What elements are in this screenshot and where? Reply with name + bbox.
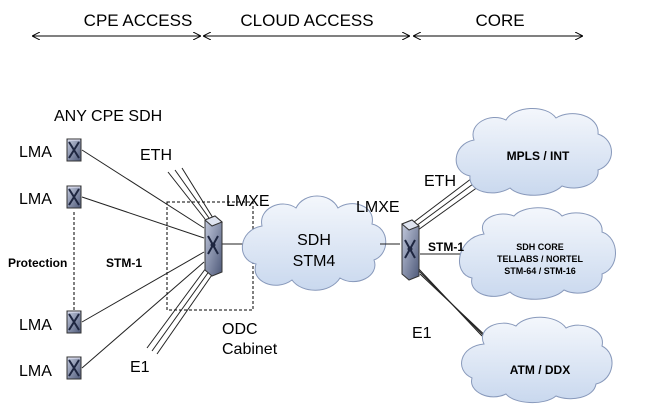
lma-label-4: LMA xyxy=(19,363,52,380)
lmxe-label-left: LMXE xyxy=(226,193,270,210)
atm-cloud-label: ATM / DDX xyxy=(510,363,570,377)
odc-label: ODC xyxy=(222,321,258,338)
e1-links-right xyxy=(415,265,491,341)
stm1-label-left: STM-1 xyxy=(106,256,142,270)
lma-device-2 xyxy=(66,185,82,209)
lma-label-1: LMA xyxy=(19,144,52,161)
lma-label-3: LMA xyxy=(19,317,52,334)
section-core: CORE xyxy=(475,11,524,30)
e1-links-left xyxy=(146,267,215,355)
sdh-core-cloud: SDH CORE TELLABS / NORTEL STM-64 / STM-1… xyxy=(459,207,616,300)
sdh-cloud: SDH STM4 xyxy=(241,195,387,291)
sdh-core-line1: SDH CORE xyxy=(516,242,564,252)
eth-label-right: ETH xyxy=(424,173,456,190)
sdh-core-line3: STM-64 / STM-16 xyxy=(504,266,576,276)
lmxe-left-device xyxy=(204,215,223,277)
lmxe-label-right: LMXE xyxy=(356,199,400,216)
eth-links-left xyxy=(167,167,214,220)
lma-links xyxy=(81,149,205,369)
lma-label-2: LMA xyxy=(19,191,52,208)
lma-device-3 xyxy=(66,310,82,334)
e1-label-left: E1 xyxy=(130,359,150,376)
cabinet-label: Cabinet xyxy=(222,341,278,358)
sdh-cloud-line2: STM4 xyxy=(293,253,336,270)
stm1-label-right: STM-1 xyxy=(428,240,464,254)
any-cpe-sdh-label: ANY CPE SDH xyxy=(54,108,162,125)
lmxe-right-device xyxy=(401,219,420,281)
eth-label-left: ETH xyxy=(140,147,172,164)
section-cpe-access: CPE ACCESS xyxy=(84,11,193,30)
mpls-cloud: MPLS / INT xyxy=(455,107,612,196)
section-cloud-access: CLOUD ACCESS xyxy=(240,11,373,30)
sdh-cloud-line1: SDH xyxy=(297,232,331,249)
mpls-cloud-label: MPLS / INT xyxy=(507,149,570,163)
sdh-core-line2: TELLABS / NORTEL xyxy=(497,254,583,264)
atm-cloud: ATM / DDX xyxy=(461,316,613,403)
protection-label: Protection xyxy=(8,256,67,270)
section-headers: CPE ACCESS CLOUD ACCESS CORE xyxy=(32,11,583,36)
lma-device-4 xyxy=(66,356,82,380)
lma-device-1 xyxy=(66,138,82,162)
e1-label-right: E1 xyxy=(412,325,432,342)
